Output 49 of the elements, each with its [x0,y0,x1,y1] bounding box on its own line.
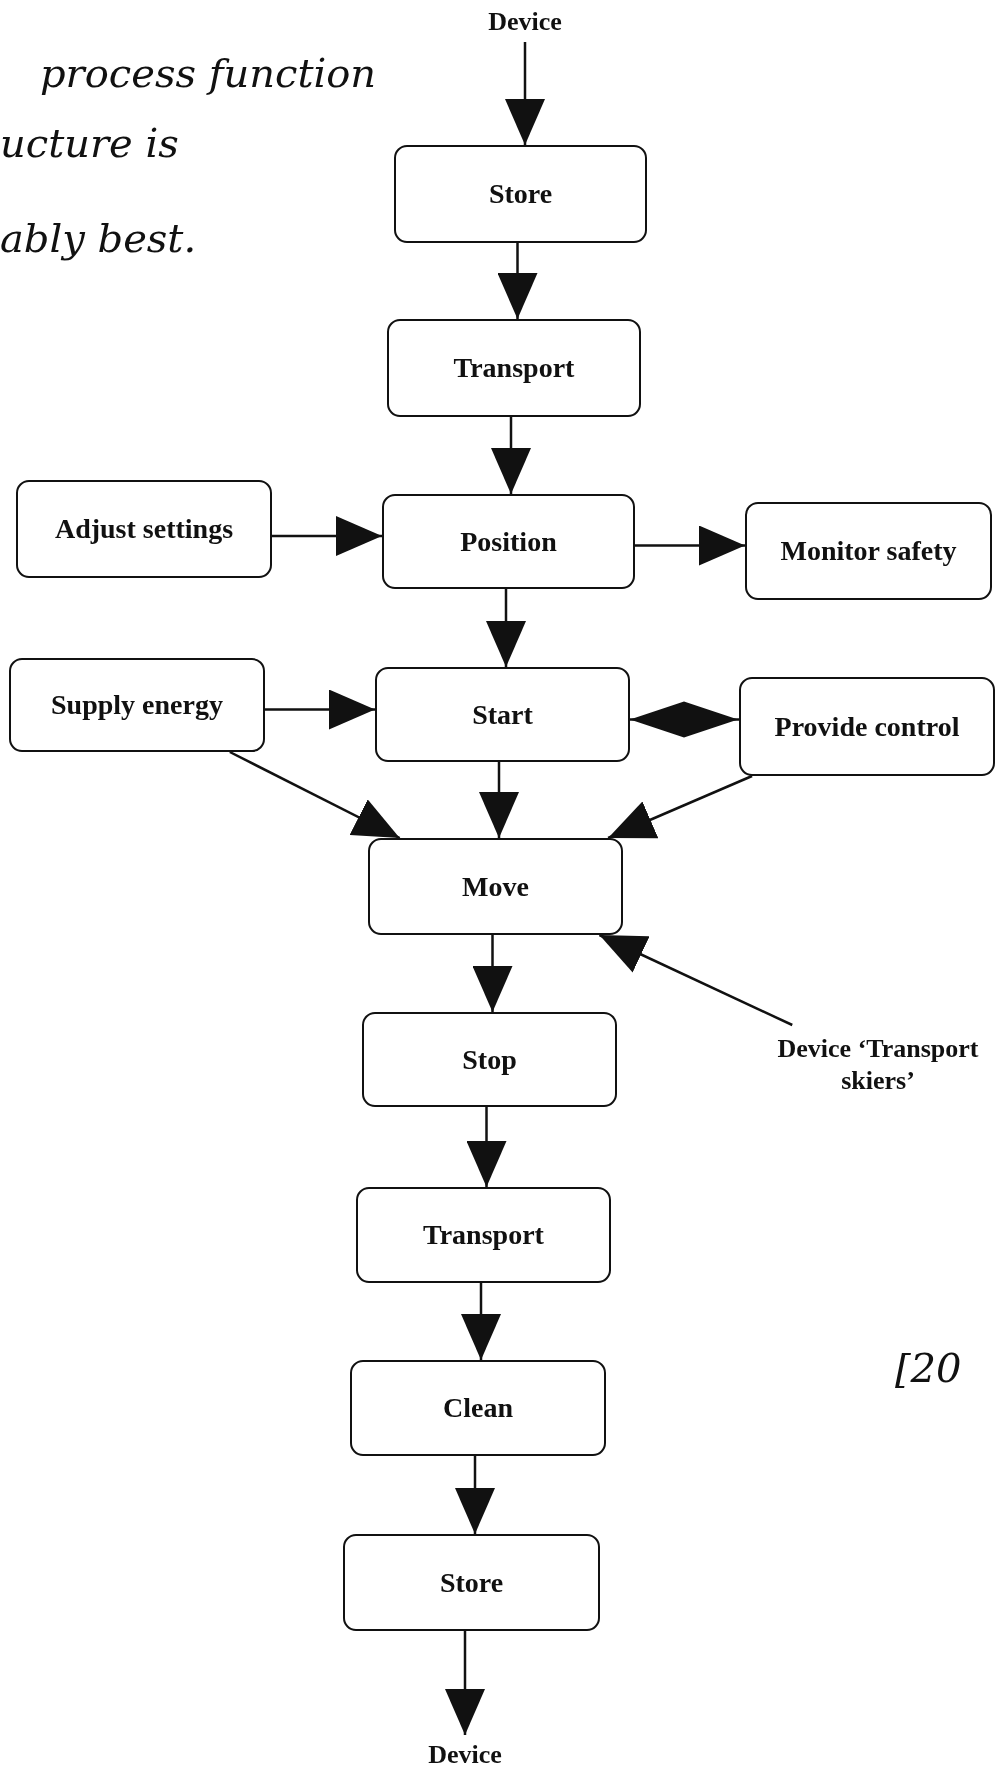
arrow [265,689,375,730]
process-box [375,667,630,762]
process-box [387,319,641,417]
arrow [491,417,531,494]
process-box [382,494,635,589]
handwritten-note: ucture is [0,120,179,166]
box-label: Start [472,697,533,732]
arrow [472,935,513,1012]
arrow [466,1107,507,1187]
box-label: Store [488,177,553,211]
box-label: Supply energy [51,688,223,722]
arrow [505,42,545,145]
arrow [497,243,538,319]
box-label: Transport [423,1218,544,1252]
process-box [16,480,272,578]
arrow [461,1283,501,1360]
arrow [272,516,382,556]
box-label: Provide control [774,709,960,744]
process-box [362,1012,617,1107]
arrow [229,750,401,840]
arrow [607,774,753,840]
device-label: Device ‘Transport skiers’ [776,1032,980,1097]
arrow [455,1456,495,1534]
box-label: Monitor safety [780,534,957,568]
process-box [739,677,995,776]
box-label: Move [462,869,529,904]
handwritten-note: ably best. [0,215,197,261]
box-label: Position [460,524,557,559]
arrow [635,525,745,566]
arrow [486,589,526,667]
process-box [394,145,647,243]
process-box [9,658,265,752]
process-box [343,1534,600,1631]
process-box [745,502,992,600]
process-box [350,1360,606,1456]
arrow [445,1631,485,1735]
device-label: Device [428,1738,502,1771]
device-label: Device [488,5,562,38]
box-label: Stop [462,1042,517,1077]
process-box [356,1187,611,1283]
handwritten-note: [20 [895,1345,962,1391]
box-label: Store [439,1565,504,1600]
box-label: Adjust settings [54,512,234,546]
arrow [598,933,793,1027]
handwritten-note: process function [40,50,377,96]
box-label: Clean [443,1391,513,1425]
arrow [479,762,519,838]
box-label: Transport [453,351,575,385]
process-box [368,838,623,935]
